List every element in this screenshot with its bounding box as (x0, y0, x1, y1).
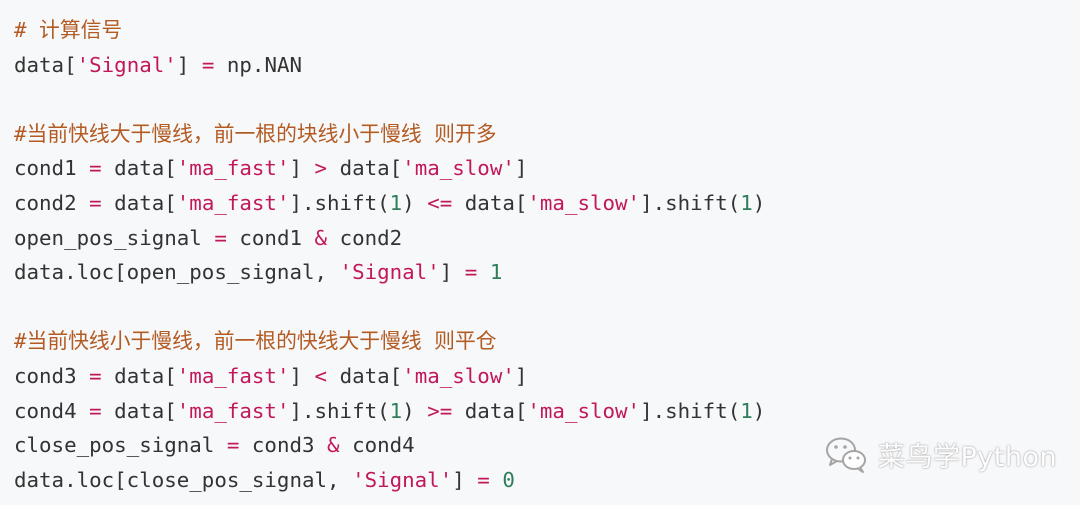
code-token-plain: ) (752, 190, 766, 215)
blank-line (14, 290, 1080, 325)
code-token-plain: data[ (452, 190, 528, 215)
code-token-op: & (314, 225, 328, 250)
code-token-comment: #当前快线小于慢线，前一根的快线大于慢线 则平仓 (14, 329, 497, 354)
code-token-op: < (314, 363, 328, 388)
code-token-op: = (201, 52, 215, 77)
code-line: open_pos_signal = cond1 & cond2 (14, 221, 1080, 256)
code-token-op: = (89, 363, 102, 388)
code-token-plain: data[ (14, 52, 77, 77)
code-token-op: = (89, 190, 102, 215)
code-token-number: 1 (740, 190, 753, 215)
blank-line (14, 82, 1080, 117)
code-token-op: = (89, 156, 102, 181)
watermark: 菜鸟学Python (824, 432, 1057, 476)
code-token-plain: cond1 (14, 156, 90, 181)
code-token-plain: cond4 (14, 398, 90, 423)
code-line: # 计算信号 (14, 13, 1080, 48)
code-token-number: 1 (740, 398, 753, 423)
code-token-plain: data[ (101, 190, 177, 215)
code-token-plain: data[ (101, 363, 177, 388)
code-token-plain: ] (439, 260, 465, 285)
code-token-plain: ].shift( (289, 190, 390, 215)
code-token-string: 'ma_slow' (527, 190, 641, 215)
code-token-number: 1 (489, 260, 503, 285)
code-token-op: > (314, 156, 328, 181)
wechat-icon (824, 434, 870, 474)
code-line: cond2 = data['ma_fast'].shift(1) <= data… (14, 186, 1080, 221)
code-token-plain: ].shift( (640, 398, 741, 423)
code-token-number: 1 (389, 398, 403, 423)
code-token-string: 'ma_slow' (527, 398, 641, 423)
code-line: #当前快线大于慢线，前一根的块线小于慢线 则开多 (14, 117, 1080, 152)
code-token-plain: ] (452, 467, 478, 492)
code-token-plain: data.loc[close_pos_signal, (14, 467, 353, 492)
code-token-plain: ] (514, 363, 528, 388)
code-token-string: 'ma_fast' (176, 190, 290, 215)
code-token-op: >= (427, 398, 453, 423)
code-token-plain: cond2 (14, 190, 90, 215)
code-token-string: 'ma_slow' (402, 363, 515, 388)
code-token-plain: data[ (101, 156, 177, 181)
code-token-plain: data[ (101, 398, 177, 423)
code-token-plain: data[ (327, 363, 403, 388)
watermark-text: 菜鸟学Python (878, 441, 1058, 473)
code-line: data['Signal'] = np.NAN (14, 48, 1080, 83)
code-token-string: 'Signal' (339, 260, 440, 285)
code-token-plain: cond2 (327, 225, 403, 250)
code-token-string: 'ma_fast' (176, 363, 290, 388)
code-line: data.loc[close_pos_signal, 'Signal'] = 0 (14, 463, 1080, 498)
code-line: data.loc[open_pos_signal, 'Signal'] = 1 (14, 255, 1080, 290)
code-token-op: <= (427, 190, 453, 215)
code-token-plain: ) (402, 398, 428, 423)
code-token-comment: #当前快线大于慢线，前一根的块线小于慢线 则开多 (14, 121, 497, 146)
code-token-plain: ] (289, 363, 315, 388)
code-token-number: 0 (502, 467, 515, 492)
code-token-plain (490, 468, 503, 492)
code-token-op: = (89, 398, 102, 423)
code-token-plain: np.NAN (214, 52, 303, 77)
code-token-plain: data[ (452, 398, 528, 423)
code-token-plain: ] (289, 156, 315, 181)
code-token-op: & (327, 433, 340, 458)
code-token-plain: ].shift( (289, 398, 390, 423)
code-token-op: = (464, 260, 478, 285)
code-line: #当前快线小于慢线，前一根的快线大于慢线 则平仓 (14, 324, 1080, 359)
code-token-plain (477, 260, 490, 284)
code-token-comment: # 计算信号 (14, 18, 123, 42)
code-token-plain: ] (176, 52, 202, 77)
code-token-op: = (226, 433, 240, 458)
code-token-op: = (477, 467, 490, 492)
code-token-plain: data.loc[open_pos_signal, (14, 260, 340, 285)
code-token-plain: open_pos_signal (14, 225, 215, 250)
code-token-plain: ].shift( (640, 190, 741, 215)
code-token-plain: cond3 (239, 433, 328, 458)
code-token-string: 'Signal' (76, 52, 177, 77)
code-token-op: = (214, 225, 227, 250)
code-line: cond1 = data['ma_fast'] > data['ma_slow'… (14, 151, 1080, 186)
code-token-string: 'ma_fast' (176, 398, 290, 423)
code-token-plain: cond1 (226, 225, 315, 250)
code-token-string: 'Signal' (352, 467, 453, 492)
code-token-plain: ) (402, 190, 428, 215)
code-token-plain: cond4 (339, 433, 415, 458)
code-token-plain: cond3 (14, 363, 90, 388)
code-line: cond3 = data['ma_fast'] < data['ma_slow'… (14, 359, 1080, 394)
code-token-plain: data[ (327, 156, 403, 181)
code-token-string: 'ma_fast' (176, 156, 290, 181)
code-line: close_pos_signal = cond3 & cond4 (14, 428, 1080, 463)
code-token-plain: ) (752, 398, 766, 423)
code-token-string: 'ma_slow' (402, 156, 515, 181)
code-token-plain: close_pos_signal (14, 433, 227, 458)
code-token-plain: ] (514, 156, 528, 181)
code-line: cond4 = data['ma_fast'].shift(1) >= data… (14, 394, 1080, 429)
code-token-number: 1 (389, 190, 403, 215)
